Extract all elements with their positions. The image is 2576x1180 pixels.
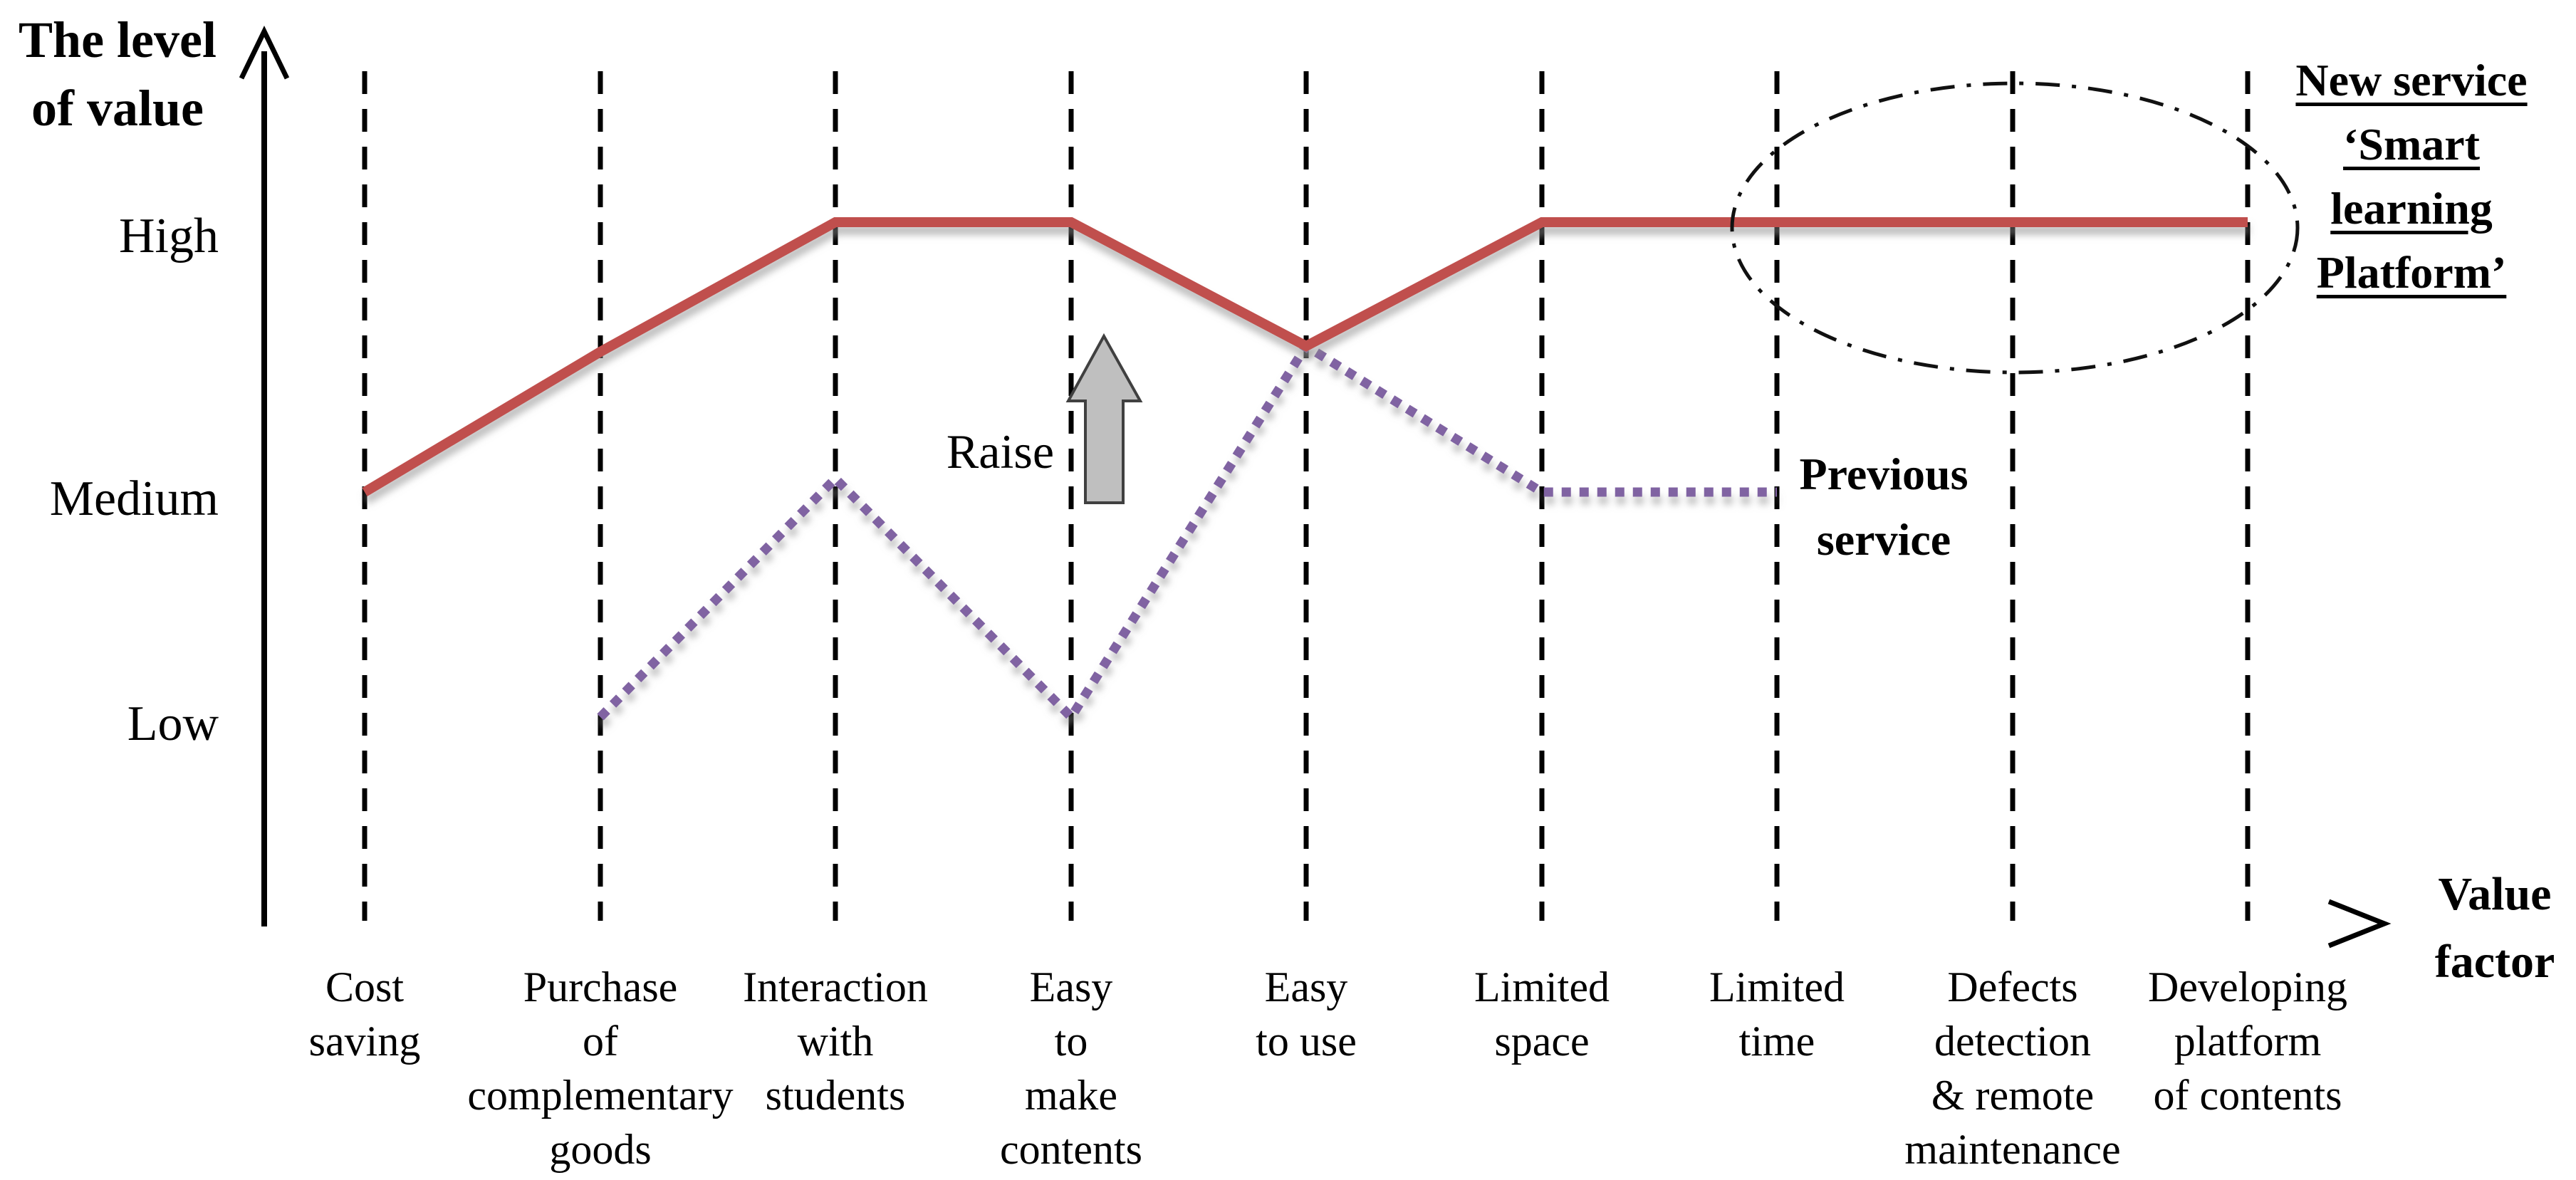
previous-service-label: Previous service	[1799, 449, 1968, 565]
y-axis-title: The level of value	[19, 11, 217, 137]
new-service-label: New service ‘Smart learning Platform’	[2295, 55, 2528, 298]
new-service-line	[362, 217, 2248, 497]
raise-annotation: Raise	[946, 424, 1054, 479]
category-label: Interaction with students	[743, 964, 928, 1119]
x-axis-arrowhead	[2327, 899, 2392, 949]
category-label: Purchase of complementary goods	[467, 964, 734, 1173]
category-label: Easy to make contents	[1000, 964, 1142, 1173]
category-label: Easy to use	[1256, 964, 1357, 1065]
category-label: Defects detection & remote maintenance	[1904, 964, 2121, 1173]
previous-service-line	[597, 340, 1777, 725]
raise-up-arrow	[1065, 333, 1143, 504]
x-axis-title: Value factor	[2434, 868, 2555, 988]
category-label: Limited time	[1709, 964, 1845, 1065]
y-tick-low: Low	[127, 696, 219, 751]
new-service-highlight-ellipse	[1730, 81, 2300, 375]
y-tick-medium: Medium	[49, 471, 219, 526]
category-label: Limited space	[1474, 964, 1610, 1065]
y-tick-high: High	[119, 209, 219, 263]
category-label: Developing platform of contents	[2148, 964, 2347, 1119]
category-label: Cost saving	[308, 964, 421, 1065]
y-axis-arrowhead	[239, 25, 290, 80]
